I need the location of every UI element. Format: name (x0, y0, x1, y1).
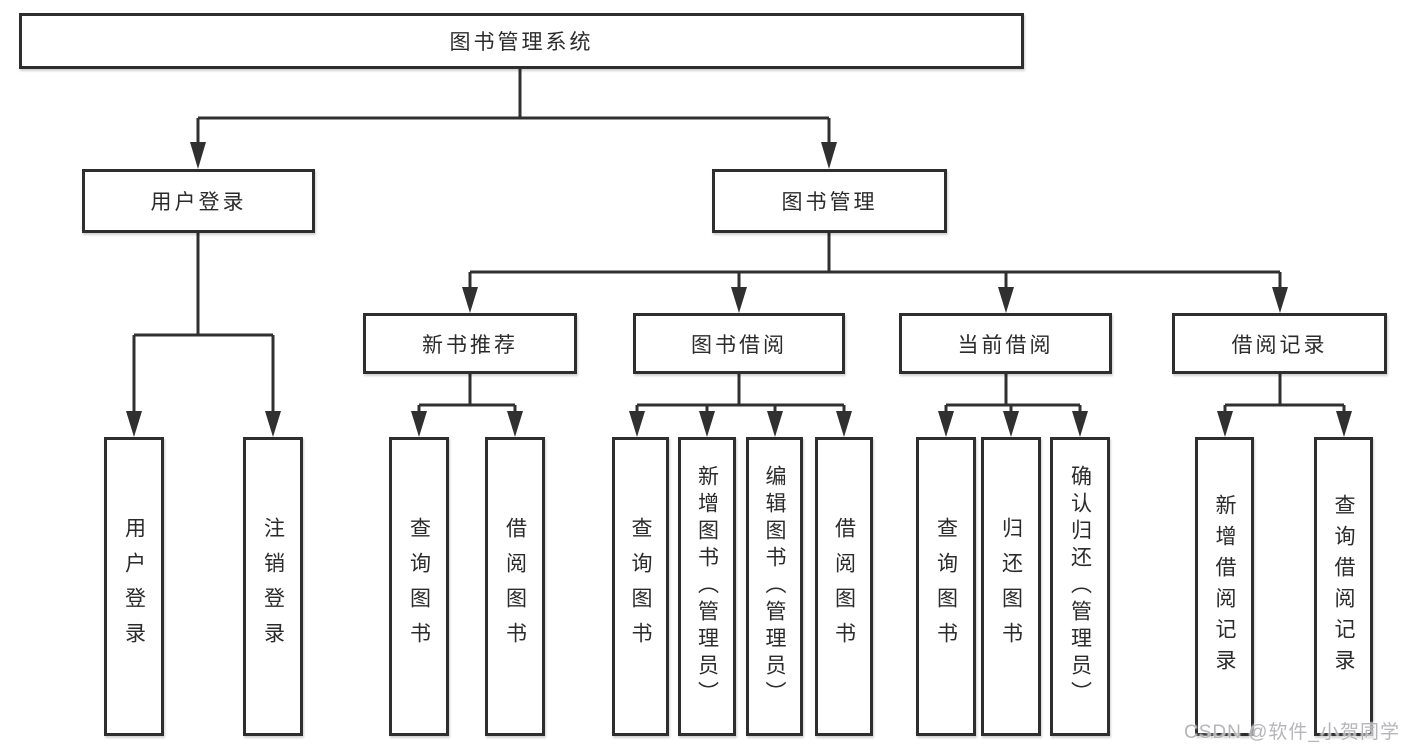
node-current-borrow: 当前借阅 (899, 313, 1112, 374)
leaf-logout: 注销登录 (243, 437, 303, 736)
leaf-edit-book-admin: 编辑图书（管理员） (746, 437, 803, 736)
leaf-query-books-borrow: 查询图书 (612, 437, 669, 736)
node-user-login: 用户登录 (82, 169, 315, 233)
leaf-query-borrow-record: 查询借阅记录 (1314, 437, 1373, 736)
leaf-add-book-admin: 新增图书（管理员） (678, 437, 736, 736)
node-book-management: 图书管理 (712, 169, 947, 233)
node-library-system: 图书管理系统 (19, 13, 1024, 69)
leaf-borrow-books: 借阅图书 (815, 437, 873, 736)
leaf-return-books: 归还图书 (981, 437, 1041, 736)
leaf-query-books-recommend: 查询图书 (389, 437, 449, 736)
node-new-book-recommend: 新书推荐 (363, 313, 577, 374)
node-book-borrow: 图书借阅 (633, 313, 845, 374)
leaf-query-books-current: 查询图书 (916, 437, 976, 736)
leaf-add-borrow-record: 新增借阅记录 (1195, 437, 1254, 736)
leaf-confirm-return-admin: 确认归还（管理员） (1050, 437, 1110, 736)
node-borrow-records: 借阅记录 (1172, 313, 1387, 374)
leaf-borrow-books-recommend: 借阅图书 (485, 437, 545, 736)
csdn-watermark: CSDN @软件_小贺同学 (1184, 722, 1400, 743)
leaf-user-login: 用户登录 (104, 437, 164, 736)
arrowheads (126, 142, 1352, 437)
